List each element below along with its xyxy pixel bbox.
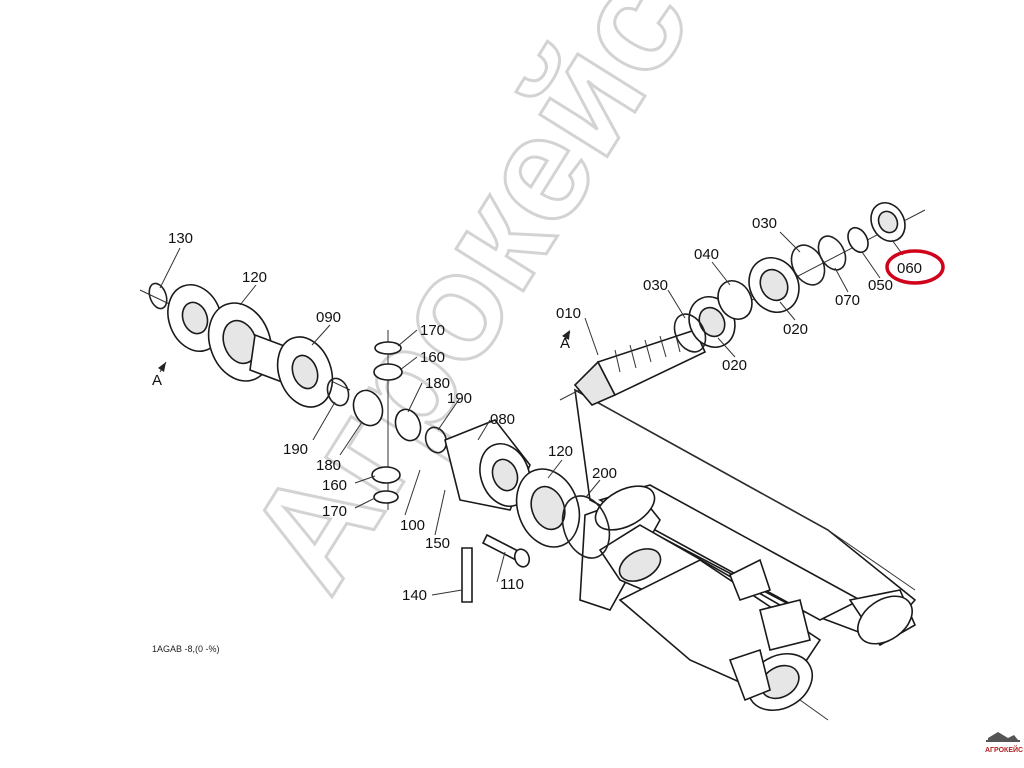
figure-code: 1AGAB -8,(0 -%) [152,644,220,654]
callout-130[interactable]: 130 [168,230,193,247]
callout-200[interactable]: 200 [592,465,617,482]
axle-housing [573,388,917,721]
callout-labels: 130 120 090 170 160 180 190 190 180 160 … [168,215,922,604]
callout-170[interactable]: 170 [420,322,445,339]
callout-020-upper[interactable]: 020 [783,321,808,338]
callout-120[interactable]: 120 [242,269,267,286]
callout-120-right[interactable]: 120 [548,443,573,460]
pinion-assembly [559,202,926,406]
marker-a-right: A [560,335,570,352]
marker-a-left: A [152,372,162,389]
callout-160-lower[interactable]: 160 [322,477,347,494]
callout-060[interactable]: 060 [897,260,922,277]
callout-070[interactable]: 070 [835,292,860,309]
callout-040[interactable]: 040 [694,246,719,263]
reference-markers: A A [152,330,571,389]
callout-100[interactable]: 100 [400,517,425,534]
callout-050[interactable]: 050 [868,277,893,294]
callout-180[interactable]: 180 [425,375,450,392]
callout-140[interactable]: 140 [402,587,427,604]
callout-150[interactable]: 150 [425,535,450,552]
callout-030-upper[interactable]: 030 [752,215,777,232]
brand-logo: АГРОКЕЙС [985,732,1023,754]
diff-case [444,419,611,603]
callout-080[interactable]: 080 [490,411,515,428]
leader-lines [159,231,904,596]
highlight-ellipse [885,249,945,285]
brand-logo-text: АГРОКЕЙС [985,745,1023,754]
callout-170-lower[interactable]: 170 [322,503,347,520]
differential-gears [352,330,448,510]
callout-030[interactable]: 030 [643,277,668,294]
left-shaft-assembly [139,282,351,408]
callout-180-lower[interactable]: 180 [316,457,341,474]
callout-020[interactable]: 020 [722,357,747,374]
callout-190-upper[interactable]: 190 [447,390,472,407]
callout-160[interactable]: 160 [420,349,445,366]
callout-090[interactable]: 090 [316,309,341,326]
callout-190-lower[interactable]: 190 [283,441,308,458]
callout-010[interactable]: 010 [556,305,581,322]
callout-110[interactable]: 110 [500,576,524,593]
